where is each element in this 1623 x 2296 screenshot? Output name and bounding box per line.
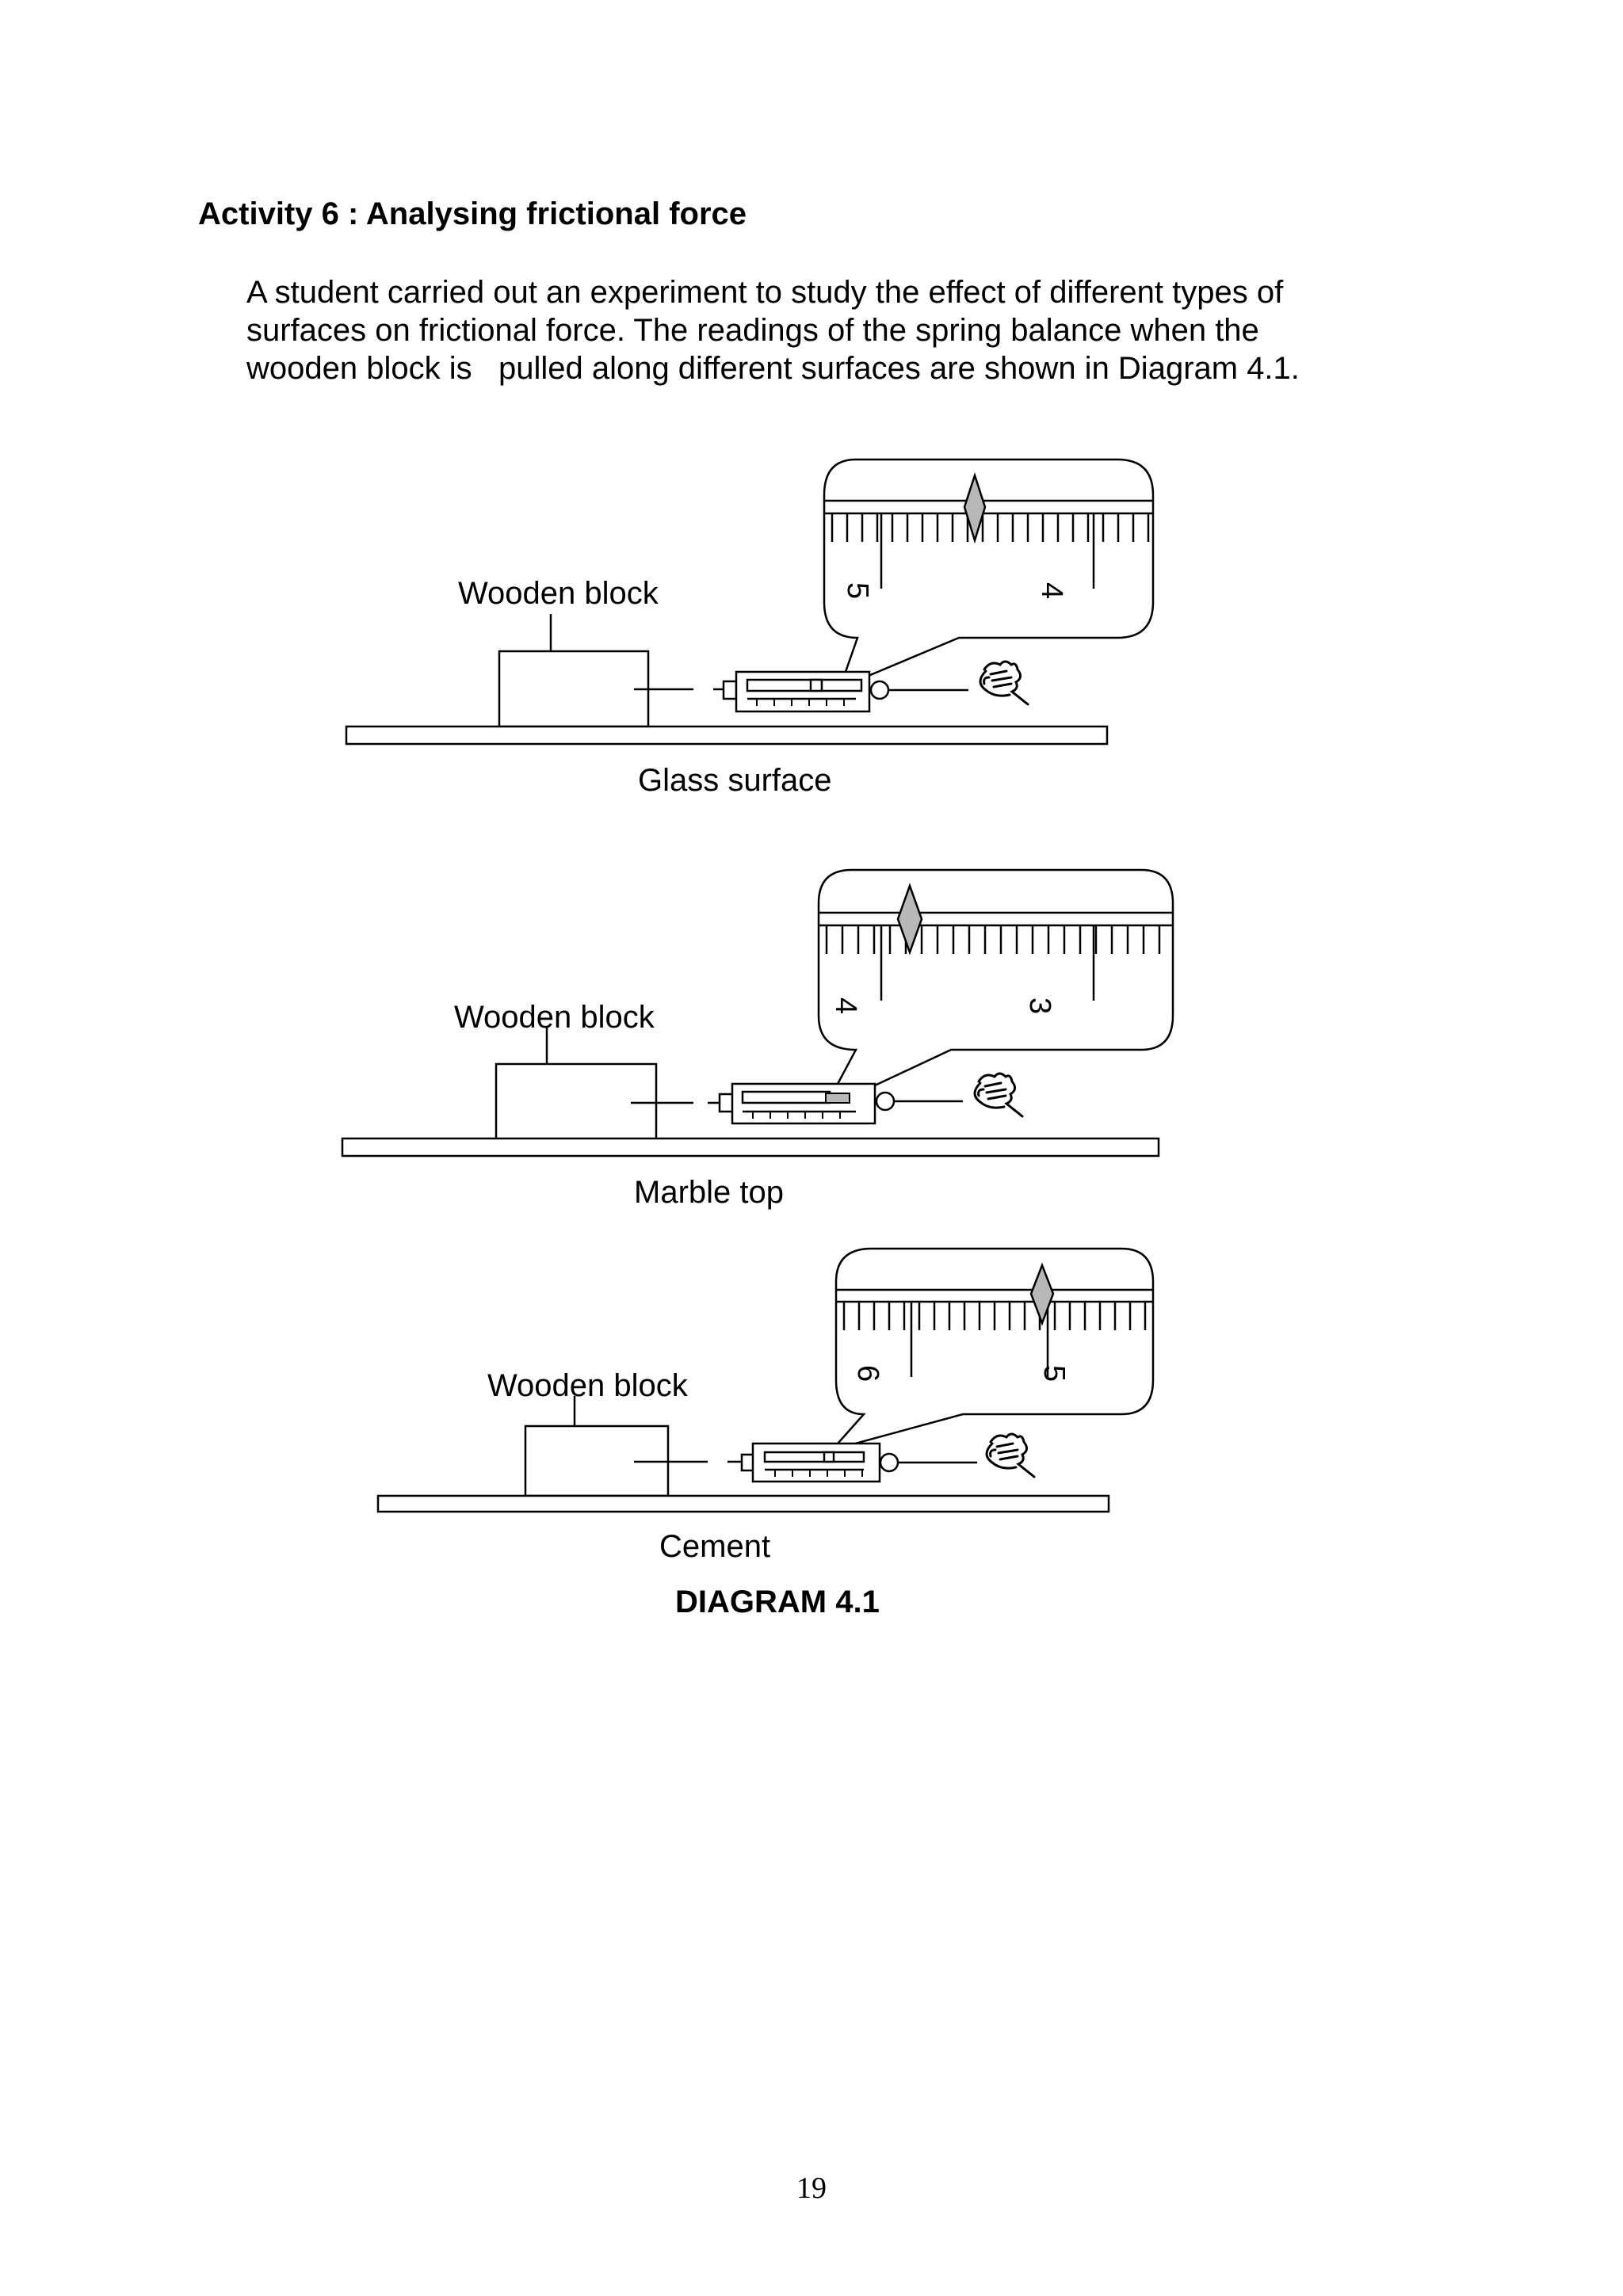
wooden-block bbox=[498, 650, 650, 728]
intro-line: wooden block is pulled along different s… bbox=[246, 351, 1300, 386]
scale-ticks bbox=[825, 925, 1161, 1001]
intro-line: surfaces on frictional force. The readin… bbox=[246, 313, 1259, 348]
scale-number-right: 3 bbox=[1023, 997, 1056, 1014]
wooden-block bbox=[495, 1062, 658, 1141]
surface-label: Marble top bbox=[634, 1175, 784, 1210]
intro-paragraph: A student carried out an experiment to s… bbox=[246, 273, 1435, 387]
panel-glass: 5 4 Wooden block Glass surface bbox=[345, 458, 1155, 798]
block-label: Wooden block bbox=[487, 1368, 689, 1403]
hand-icon bbox=[979, 660, 1029, 706]
intro-line: A student carried out an experiment to s… bbox=[246, 275, 1284, 310]
spring-balance bbox=[718, 1082, 963, 1125]
panel-cement: 6 5 Wooden block Cement bbox=[376, 1247, 1155, 1564]
spring-balance bbox=[722, 670, 968, 713]
scale-number-left: 6 bbox=[851, 1365, 884, 1382]
hand-outline bbox=[973, 1072, 1024, 1118]
block-label: Wooden block bbox=[458, 576, 659, 611]
surface-cement bbox=[376, 1494, 1110, 1513]
scale-callout: 5 4 bbox=[823, 458, 1155, 690]
surface-marble bbox=[341, 1137, 1160, 1158]
scale-number-left: 4 bbox=[829, 997, 862, 1014]
scale-ticks bbox=[842, 1302, 1147, 1377]
panel-marble: 4 3 Wooden block Marble top bbox=[341, 868, 1174, 1210]
scale-number-left: 5 bbox=[841, 582, 874, 599]
pointer-marker bbox=[963, 471, 987, 544]
scale-callout: 6 5 bbox=[829, 1247, 1155, 1452]
diagram-caption: DIAGRAM 4.1 bbox=[675, 1585, 880, 1619]
page-number: 19 bbox=[796, 2172, 827, 2205]
hand-icon bbox=[973, 1072, 1024, 1118]
activity-title: Activity 6 : Analysing frictional force bbox=[198, 196, 747, 231]
hand-outline bbox=[985, 1432, 1036, 1478]
block-label: Wooden block bbox=[454, 1000, 655, 1035]
pointer-marker bbox=[1029, 1262, 1055, 1326]
hand-outline bbox=[979, 660, 1029, 706]
pointer-marker bbox=[896, 883, 923, 955]
scale-number-right: 5 bbox=[1037, 1365, 1071, 1382]
spring-balance bbox=[740, 1442, 977, 1483]
surface-label: Glass surface bbox=[638, 763, 832, 798]
scale-number-right: 4 bbox=[1035, 582, 1068, 599]
scale-callout: 4 3 bbox=[817, 868, 1174, 1112]
surface-glass bbox=[345, 725, 1109, 746]
surface-label: Cement bbox=[659, 1529, 770, 1564]
hand-icon bbox=[985, 1432, 1036, 1478]
scale-ticks bbox=[831, 513, 1150, 589]
